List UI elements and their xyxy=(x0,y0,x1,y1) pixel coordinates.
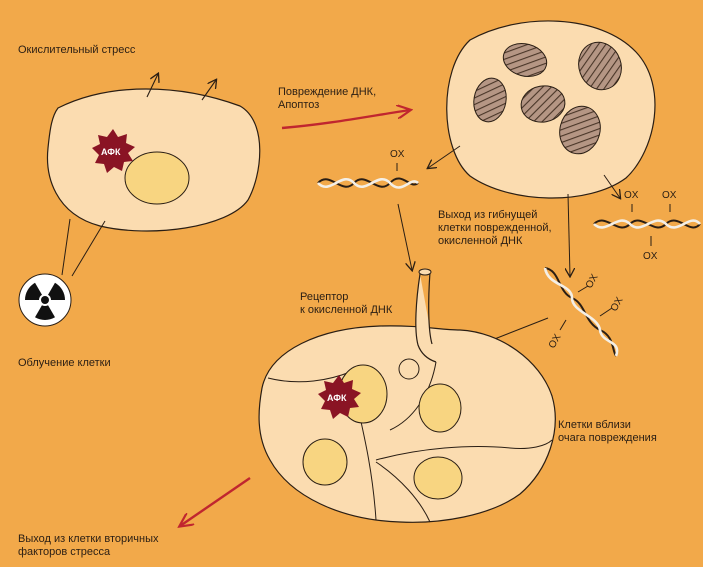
dna-strand-1 xyxy=(317,163,419,189)
stressed-cell xyxy=(46,74,261,232)
arrow xyxy=(397,203,412,270)
apoptotic-cell xyxy=(446,20,656,199)
arrow xyxy=(428,145,461,168)
irradiation-line xyxy=(61,218,71,276)
ox-tag: OX xyxy=(643,251,658,262)
arrow xyxy=(603,174,620,198)
radiation-icon xyxy=(18,273,72,327)
damage-arrow xyxy=(281,110,410,130)
label-irradiation: Облучение клетки xyxy=(18,357,111,369)
label-secondary-factors: Выход из клетки вторичных факторов стрес… xyxy=(18,533,159,558)
nucleus xyxy=(124,151,190,205)
ros-badge-2 xyxy=(318,375,361,419)
cell-cluster xyxy=(258,268,556,523)
arrow xyxy=(568,193,570,276)
label-exit-dna: Выход из гибнущей клетки поврежденной, о… xyxy=(438,209,552,247)
label-nearby-cells: Клетки вблизи очага повреждения xyxy=(558,419,657,444)
dna-strand-3 xyxy=(543,267,619,357)
label-dna-damage: Повреждение ДНК, Апоптоз xyxy=(278,86,377,111)
ox-tag: OX xyxy=(624,190,639,201)
stress-arrow xyxy=(146,74,158,98)
secondary-factors-arrow xyxy=(180,477,251,526)
dna-strand-2 xyxy=(593,204,701,246)
irradiation-line xyxy=(71,220,106,277)
ros-badge-text: АФК xyxy=(327,393,347,403)
label-receptor: Рецептор к окисленной ДНК xyxy=(300,291,393,316)
ros-badge-1 xyxy=(92,129,135,173)
ox-tag: OX xyxy=(390,149,405,160)
label-oxidative-stress: Окислительный стресс xyxy=(18,44,136,56)
ox-tag: OX xyxy=(662,190,677,201)
stress-arrow xyxy=(201,80,216,101)
ros-badge-text: АФК xyxy=(101,147,121,157)
